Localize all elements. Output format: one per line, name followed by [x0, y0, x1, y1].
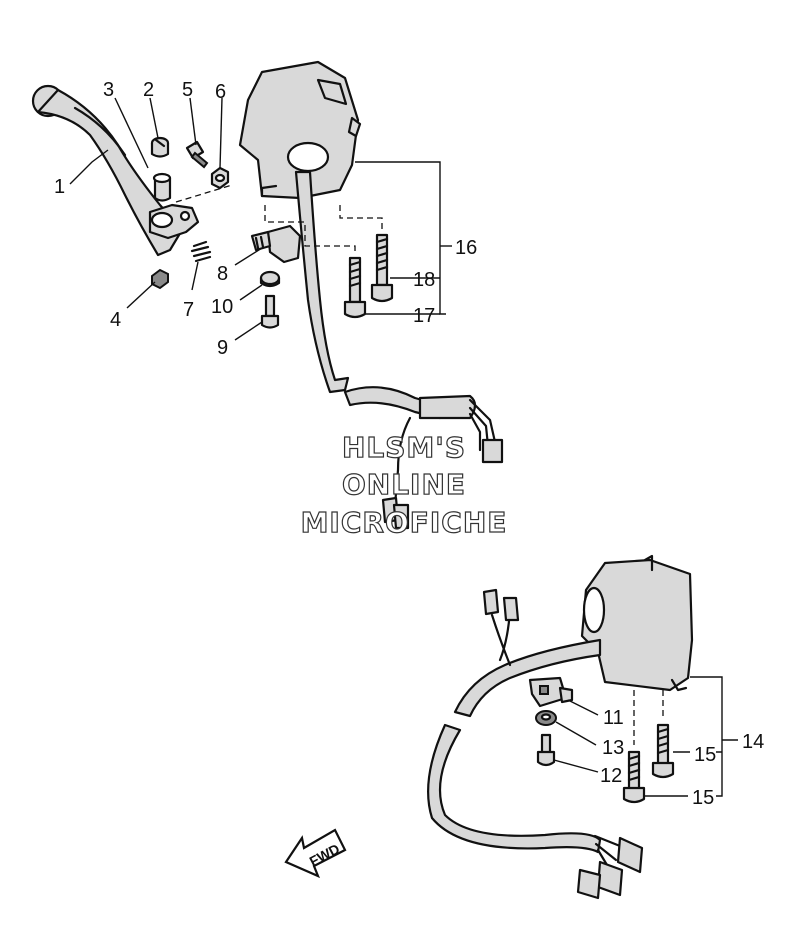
washer-part-10: [259, 270, 281, 288]
label-part-9: 9: [217, 337, 228, 359]
label-part-3: 3: [103, 79, 114, 101]
label-part-1: 1: [54, 176, 65, 198]
label-part-4: 4: [110, 309, 121, 331]
label-part-7: 7: [183, 299, 194, 321]
lower-switch-housing: [580, 554, 694, 692]
label-part-15a: 15: [694, 744, 716, 766]
screw-part-9: [260, 294, 280, 329]
watermark-line-3: MICROFICHE: [301, 506, 508, 539]
lower-alignment-lines: [633, 690, 664, 745]
screw-part-18: [370, 233, 394, 303]
screw-part-15-a: [651, 723, 675, 779]
bolt-part-2: [150, 136, 170, 158]
upper-switch-housing: [238, 60, 362, 200]
label-part-14: 14: [742, 731, 764, 753]
upper-cable: [294, 170, 504, 530]
switch-part-11: [528, 676, 574, 708]
watermark-line-1: HLSM'S: [342, 431, 466, 464]
screw-part-5: [185, 140, 209, 169]
label-part-11: 11: [603, 707, 624, 729]
lever-holder: [148, 203, 200, 240]
label-part-15b: 15: [692, 787, 714, 809]
label-part-2: 2: [143, 79, 154, 101]
label-part-16: 16: [455, 237, 477, 259]
label-part-10: 10: [211, 296, 233, 318]
forward-direction-arrow: FWD: [284, 828, 347, 879]
label-part-18: 18: [413, 269, 435, 291]
brake-lever: [31, 84, 184, 257]
lower-cable: [427, 588, 644, 900]
label-part-6: 6: [215, 81, 226, 103]
collar-part-3: [152, 172, 172, 202]
part-number-labels: 1 2 3 4 5 6 7 8 9 10 11 12 13 14 15 15 1…: [54, 79, 764, 809]
leader-lines: [69, 97, 738, 797]
switch-part-8: [250, 224, 302, 264]
label-part-5: 5: [182, 79, 193, 101]
screw-part-17: [343, 256, 367, 319]
watermark-line-2: ONLINE: [342, 468, 466, 501]
guide-line: [175, 184, 233, 203]
screw-part-15-b: [622, 750, 646, 804]
screw-part-12: [536, 733, 556, 767]
upper-alignment-lines: [264, 205, 383, 255]
label-part-13: 13: [602, 737, 624, 759]
label-part-17: 17: [413, 305, 435, 327]
washer-part-13: [535, 710, 557, 726]
watermark: HLSM'S ONLINE MICROFICHE: [300, 430, 508, 539]
label-part-8: 8: [217, 263, 228, 285]
spring-part-7: [190, 240, 212, 263]
label-part-12: 12: [600, 765, 622, 787]
nut-part-4: [151, 268, 169, 290]
nut-part-6: [210, 166, 230, 190]
